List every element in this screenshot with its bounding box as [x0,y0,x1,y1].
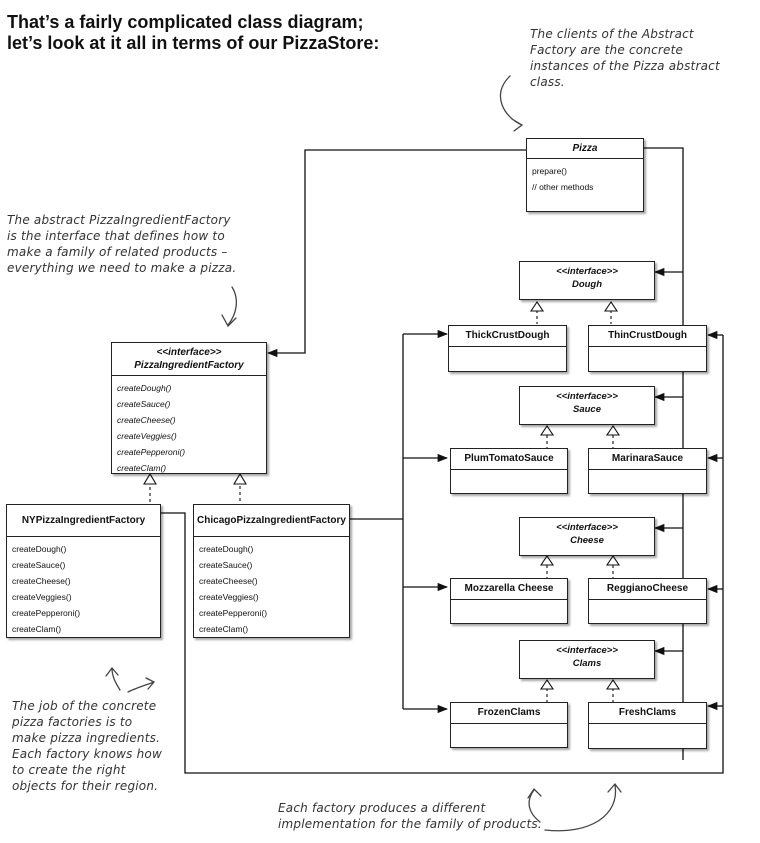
marinara-sauce-class: MarinaraSauce [588,448,707,494]
method: createClam() [117,463,167,473]
method: createSauce() [12,560,66,570]
factory-interface-name: PizzaIngredientFactory [134,360,244,371]
fresh-clams-class: FreshClams [588,702,707,749]
chicago-factory-methods: createDough() createSauce() createCheese… [194,537,349,641]
families-note-arrow-left [527,787,542,823]
thin-crust-dough-name: ThinCrustDough [589,326,706,347]
chicago-pizza-ingredient-factory: ChicagoPizzaIngredientFactory createDoug… [193,504,350,638]
factory-interface-header: <<interface>> PizzaIngredientFactory [112,343,266,376]
method: createPepperoni() [199,608,268,618]
page-title: That’s a fairly complicated class diagra… [7,12,380,53]
method: createDough() [199,544,254,554]
stereotype: <<interface>> [556,266,618,277]
plum-triangle [539,425,555,436]
reggiano-triangle [605,555,621,566]
method: createDough() [12,544,67,554]
families-note: Each factory produces a different implem… [278,801,542,831]
concrete-note-arrow-right [127,677,156,693]
thin-crust-dough-class: ThinCrustDough [588,325,707,372]
method: createDough() [117,383,172,393]
method: createSauce() [199,560,253,570]
stereotype: <<interface>> [556,522,618,533]
factory-interface-methods: createDough() createSauce() createCheese… [112,376,266,480]
method: createSauce() [117,399,171,409]
clams-interface-name: Clams [572,658,602,669]
concrete-factories-note: The job of the concrete pizza factories … [12,699,162,793]
factory-note-arrow [221,286,238,328]
thick-crust-dough-name: ThickCrustDough [449,326,566,347]
frozen-clams-class: FrozenClams [450,702,568,748]
method: createVeggies() [12,592,72,602]
method: createVeggies() [199,592,259,602]
method: createPepperoni() [12,608,81,618]
stereotype: <<interface>> [156,347,222,358]
dough-interface-name: Dough [571,279,603,290]
thick-triangle [529,301,545,312]
frozen-clams-name: FrozenClams [451,703,567,724]
stereotype: <<interface>> [556,391,618,402]
reggiano-cheese-name: ReggianoCheese [589,579,706,600]
method: prepare() [532,166,567,176]
stereotype: <<interface>> [556,645,618,656]
marinara-triangle [605,425,621,436]
ny-factory-outer-loop [160,512,724,774]
pizza-right-spine [643,147,684,760]
concrete-note-arrow-left [105,666,121,691]
pizza-to-factory-association [266,149,526,358]
reggiano-cheese-class: ReggianoCheese [588,578,707,624]
plum-tomato-sauce-class: PlumTomatoSauce [450,448,568,494]
thin-triangle [603,301,619,312]
ny-factory-name: NYPizzaIngredientFactory [7,505,160,537]
plum-tomato-sauce-name: PlumTomatoSauce [451,449,567,470]
sauce-interface-name: Sauce [573,404,601,415]
pizza-methods: prepare() // other methods [527,159,643,199]
pizza-ingredient-factory-interface: <<interface>> PizzaIngredientFactory cre… [111,342,267,474]
method: createCheese() [117,415,176,425]
pizza-class-name: Pizza [527,139,643,159]
method: createCheese() [199,576,258,586]
frozen-triangle [539,679,555,690]
chicago-factory-name: ChicagoPizzaIngredientFactory [194,505,349,537]
families-note-arrow-right [544,782,622,832]
method: createClam() [12,624,62,634]
ny-triangle [143,472,157,485]
method: // other methods [532,182,594,192]
cheese-interface-name: Cheese [570,535,604,546]
dough-interface: <<interface>> Dough [519,261,655,300]
pizza-class: Pizza prepare() // other methods [526,138,644,212]
method: createVeggies() [117,431,177,441]
mozz-triangle [539,555,555,566]
mozzarella-cheese-class: Mozzarella Cheese [450,578,568,624]
ny-pizza-ingredient-factory: NYPizzaIngredientFactory createDough() c… [6,504,161,638]
method: createPepperoni() [117,447,186,457]
method: createClam() [199,624,249,634]
marinara-sauce-name: MarinaraSauce [589,449,706,470]
clients-note: The clients of the Abstract Factory are … [530,27,720,89]
thick-crust-dough-class: ThickCrustDough [448,325,567,372]
clients-note-arrow [499,75,524,132]
sauce-interface: <<interface>> Sauce [519,386,655,425]
fresh-triangle [605,679,621,690]
abstract-factory-note: The abstract PizzaIngredientFactory is t… [7,213,237,275]
mozzarella-cheese-name: Mozzarella Cheese [451,579,567,600]
ny-factory-methods: createDough() createSauce() createCheese… [7,537,160,641]
clams-interface: <<interface>> Clams [519,640,655,679]
cheese-interface: <<interface>> Cheese [519,517,655,556]
fresh-clams-name: FreshClams [589,703,706,724]
method: createCheese() [12,576,71,586]
chicago-triangle [233,472,247,485]
